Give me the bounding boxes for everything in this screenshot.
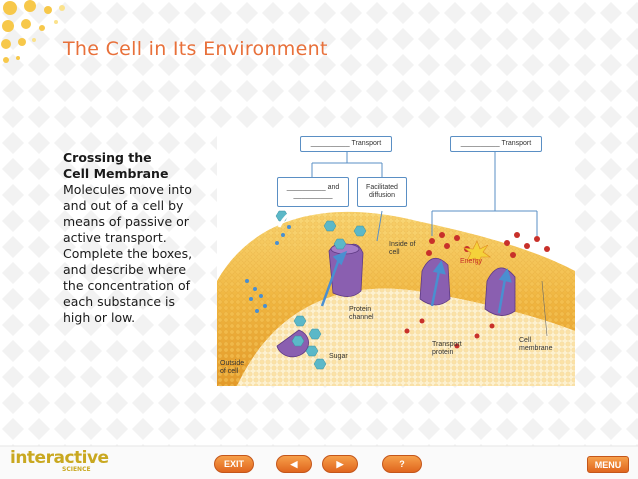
protein-channel-label: Protein channel	[349, 306, 374, 321]
outside-of-cell-label: Outside of cell	[220, 360, 245, 375]
passive-transport-box[interactable]: __________ Transport	[300, 136, 392, 152]
section-heading-line2: Cell Membrane	[63, 166, 169, 181]
help-button[interactable]: ?	[382, 455, 422, 473]
page-title: The Cell in Its Environment	[63, 38, 328, 60]
active-transport-box[interactable]: __________ Transport	[450, 136, 542, 152]
next-arrow-icon[interactable]: ▶	[322, 455, 358, 473]
sugar-label: Sugar	[329, 353, 348, 360]
section-heading-line1: Crossing the	[63, 150, 152, 165]
diffusion-and-box[interactable]: __________ and __________	[277, 177, 349, 207]
facilitated-diffusion-box: Facilitated diffusion	[357, 177, 407, 207]
back-arrow-icon[interactable]: ◀	[276, 455, 312, 473]
section-body: Molecules move into and out of a cell by…	[63, 182, 193, 325]
diffusion-and-label: __________ and	[286, 184, 340, 191]
transport-protein-label: Transport protein	[432, 341, 462, 356]
inside-of-cell-label: Inside of cell	[389, 241, 416, 256]
exit-button[interactable]: EXIT	[214, 455, 254, 473]
cell-membrane-label: Cell membrane	[519, 337, 553, 352]
cell-membrane-diagram: __________ Transport __________ Transpor…	[217, 131, 575, 386]
energy-label: Energy	[460, 258, 483, 265]
membrane-illustration	[217, 131, 575, 386]
interactive-science-logo: interactive	[10, 448, 109, 468]
menu-button[interactable]: MENU	[587, 456, 629, 473]
logo-subtitle: SCIENCE	[62, 466, 91, 473]
description-block: Crossing the Cell Membrane Molecules mov…	[63, 150, 203, 326]
diffusion-blank-label: __________	[293, 192, 333, 199]
